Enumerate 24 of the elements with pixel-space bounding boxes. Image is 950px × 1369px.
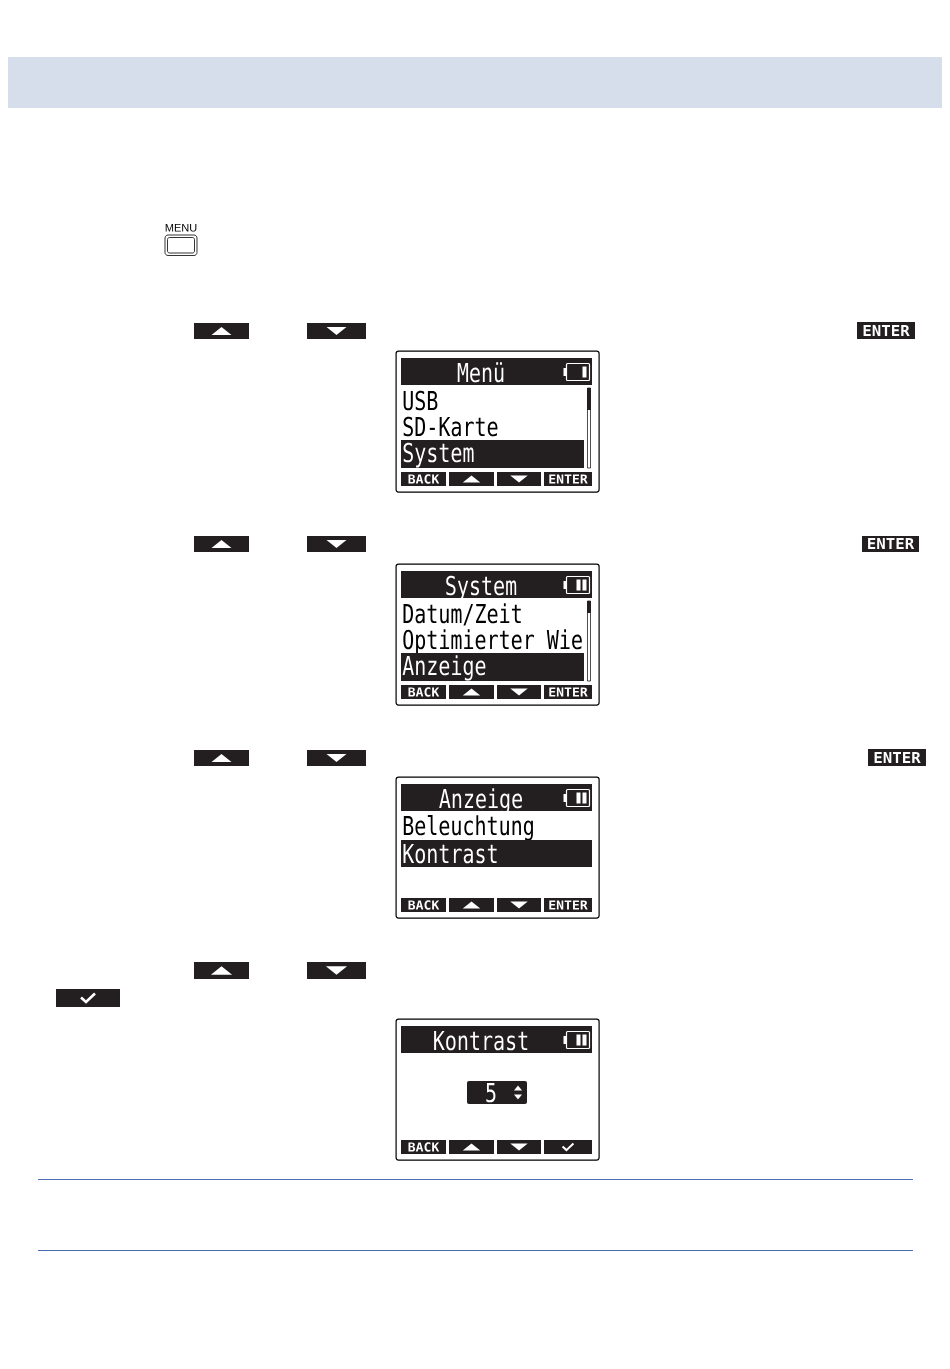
function-key: ENTER: [862, 536, 919, 552]
selected-item: System: [401, 440, 584, 468]
value-field: 5: [467, 1081, 527, 1104]
softkey: BACK: [401, 898, 446, 912]
button-label: MENU: [165, 223, 197, 232]
softkey: ENTER: [544, 472, 592, 486]
list-item: Datum/Zeit: [403, 603, 521, 626]
list-item: Beleuchtung: [403, 815, 533, 841]
function-key: ENTER: [868, 749, 926, 766]
softkey: ENTER: [544, 685, 592, 699]
selected-item: Anzeige: [401, 653, 584, 681]
softkey: ENTER: [544, 898, 592, 912]
selected-item: Kontrast: [401, 840, 592, 867]
title-bar: System: [401, 571, 592, 601]
title-bar: Kontrast: [401, 1026, 592, 1053]
list-item: Optimierter Wie: [403, 629, 582, 655]
title-bar: Anzeige: [401, 784, 592, 814]
softkey: BACK: [401, 472, 446, 486]
softkey: BACK: [401, 685, 446, 699]
function-key: ENTER: [857, 322, 915, 339]
title-bar: Menü: [401, 358, 592, 385]
softkey: BACK: [401, 1140, 446, 1154]
list-item: SD-Karte: [403, 416, 498, 437]
list-item: USB: [403, 390, 438, 411]
